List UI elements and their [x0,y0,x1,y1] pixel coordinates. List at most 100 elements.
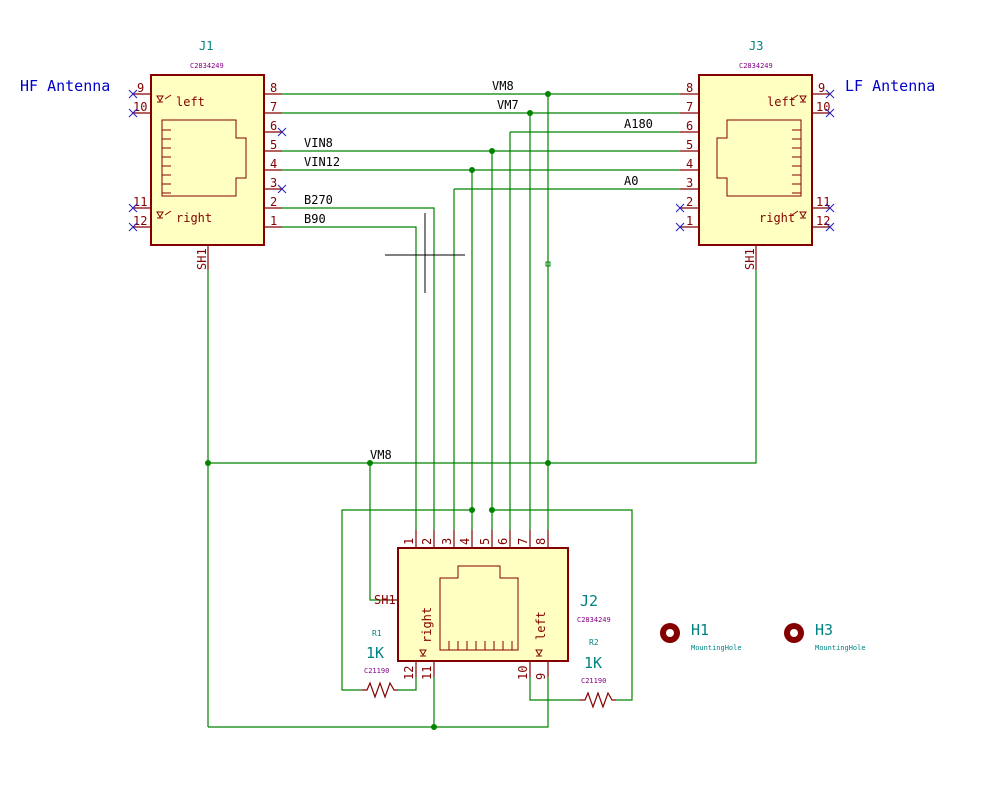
j3-nc-mark [675,222,685,232]
junction-dot [527,110,533,116]
j2-pin-8: 8 [534,538,548,545]
mounting-hole-h1[interactable]: H1 MountingHole [660,621,742,652]
j3-shield-label: SH1 [743,248,757,270]
j1-pin-5: 5 [270,138,277,152]
j2-pin-3: 3 [440,538,454,545]
j3-led-left-label: left [767,95,796,109]
j1-pin-9: 9 [137,81,144,95]
junction-open [545,261,551,267]
net-label-vm7: VM7 [497,98,519,112]
junction-dot [489,148,495,154]
j2-led-right-icon [419,649,427,657]
wires [207,93,757,728]
j3-pin-9: 9 [818,81,825,95]
j1-pin-10: 10 [133,100,147,114]
net-label-vm8: VM8 [492,79,514,93]
h1-value: MountingHole [691,644,742,652]
net-label-vin8: VIN8 [304,136,333,150]
j1-pin-4: 4 [270,157,277,171]
junctions [205,91,551,730]
j1-pin-3: 3 [270,176,277,190]
resistor-r2[interactable]: R2 1K C21190 [580,638,616,709]
junction-dot [489,507,495,513]
junction-dot [545,91,551,97]
j2-pin-4: 4 [458,538,472,545]
j3-antenna-label: LF Antenna [845,77,935,95]
r1-part: C21190 [364,667,389,675]
net-label-a180: A180 [624,117,653,131]
r1-ref: R1 [372,629,382,638]
j3-pin-8: 8 [686,81,693,95]
net-label-b270: B270 [304,193,333,207]
junction-dot [469,507,475,513]
j3-body [698,74,813,246]
r2-ref: R2 [589,638,599,647]
net-labels: VM8 VM7 A180 VIN8 VIN12 A0 B270 B90 VM8 [304,79,653,462]
connector-j2[interactable]: 1 2 3 4 5 6 7 8 12 11 10 9 right left SH… [374,530,611,680]
junction-dot [545,460,551,466]
j3-nc-mark [825,108,835,118]
j3-pin-7: 7 [686,100,693,114]
j2-pin-11: 11 [420,666,434,680]
j1-ref: J1 [199,39,213,53]
j1-nc-mark [128,108,138,118]
j2-pin-7: 7 [516,538,530,545]
j1-nc-mark [277,184,287,194]
j1-nc-mark [128,203,138,213]
j3-nc-mark [675,203,685,213]
j2-led-left-label: left [534,611,548,640]
j2-led-left-icon [535,649,543,657]
junction-dot [431,724,437,730]
j1-pin-7: 7 [270,100,277,114]
net-label-vin12: VIN12 [304,155,340,169]
junction-dot [367,460,373,466]
j1-body [150,74,265,246]
j2-ref: J2 [580,592,598,610]
j1-shield-label: SH1 [195,248,209,270]
junction-dot [469,167,475,173]
connector-j3[interactable]: J3 C2834249 LF Antenna 8 7 6 5 4 3 2 [675,39,935,270]
j2-body [397,547,569,662]
h3-value: MountingHole [815,644,866,652]
mounting-hole-h3[interactable]: H3 MountingHole [784,621,866,652]
j3-jack-outline [716,119,802,197]
connector-j1[interactable]: J1 C2834249 HF Antenna 8 7 6 5 4 3 [20,39,287,270]
j1-led-right-label: right [176,211,212,225]
j2-pin-1: 1 [402,538,416,545]
j2-pin-2: 2 [420,538,434,545]
j1-pin-1: 1 [270,214,277,228]
h1-hole-inner [666,629,674,637]
resistor-r1[interactable]: R1 1K C21190 [362,629,398,699]
j1-pin-2: 2 [270,195,277,209]
j1-antenna-label: HF Antenna [20,77,110,95]
h3-ref: H3 [815,621,833,639]
j1-pin-6: 6 [270,119,277,133]
j2-pin-5: 5 [478,538,492,545]
j1-led-right-icon [156,210,172,219]
r1-value: 1K [366,644,384,662]
j2-value: C2834249 [577,616,611,624]
j3-nc-mark [825,222,835,232]
j3-pin-1: 1 [686,214,693,228]
j3-led-right-icon [791,210,807,219]
j3-value: C2834249 [739,62,773,70]
r2-body [580,691,616,709]
junction-dot [205,460,211,466]
j1-jack-outline [161,119,247,197]
stray-marker [385,213,465,293]
j3-pin-6: 6 [686,119,693,133]
r2-part: C21190 [581,677,606,685]
j1-led-left-label: left [176,95,205,109]
j3-led-left-icon [791,94,807,103]
j2-jack-outline [439,565,519,651]
j1-nc-mark [128,222,138,232]
j3-pin-3: 3 [686,176,693,190]
j2-led-right-label: right [420,607,434,643]
j3-ref: J3 [749,39,763,53]
j3-pin-4: 4 [686,157,693,171]
r2-value: 1K [584,654,602,672]
j2-pin-6: 6 [496,538,510,545]
j1-value: C2834249 [190,62,224,70]
